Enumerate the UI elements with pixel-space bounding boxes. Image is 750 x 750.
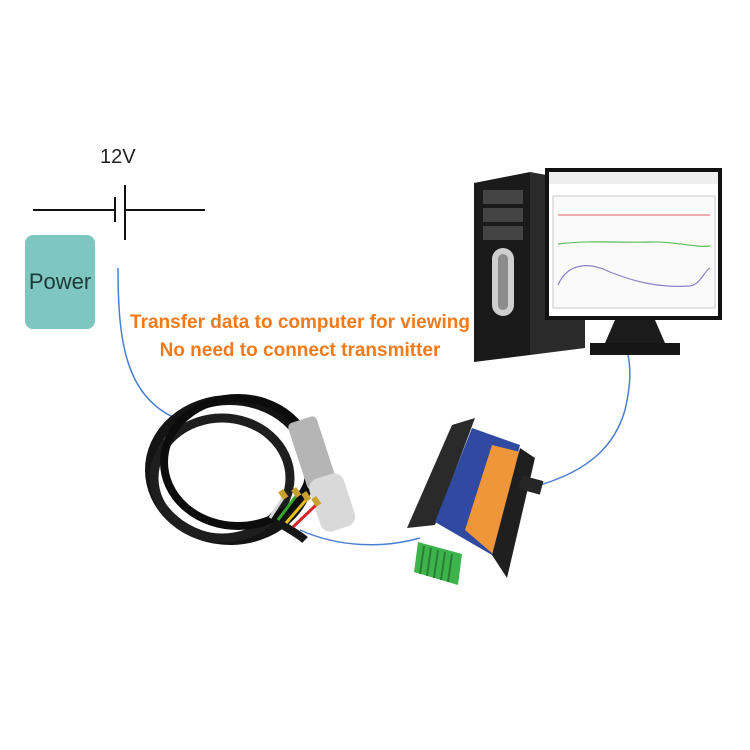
- caption-line-2: No need to connect transmitter: [159, 340, 441, 361]
- power-label: Power: [28, 269, 92, 294]
- battery-symbol: [33, 185, 205, 240]
- sensor-to-converter-cable: [299, 529, 421, 546]
- sensor-probe-illustration: [145, 394, 356, 545]
- power-supply-box: Power: [25, 235, 95, 329]
- power-cable: [117, 267, 176, 419]
- caption-line-1: Transfer data to computer for viewing: [130, 312, 470, 333]
- battery-voltage-label: 12V: [100, 146, 136, 168]
- monitor-illustration: [545, 168, 722, 355]
- terminal-block: [414, 542, 462, 585]
- converter-to-computer-cable: [539, 354, 631, 486]
- rs485-converter-illustration: [407, 418, 544, 585]
